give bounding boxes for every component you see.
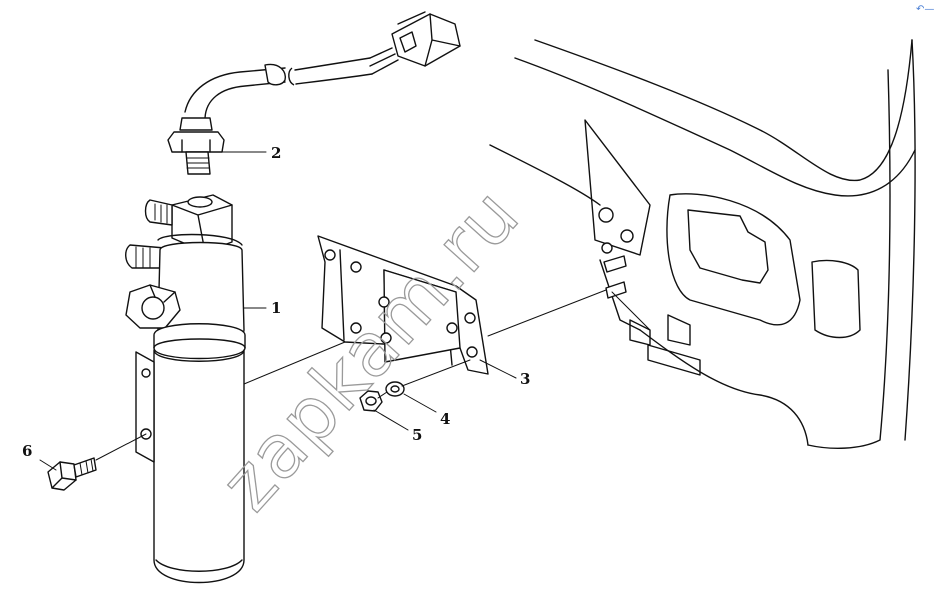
pressure-switch-cable [184,47,399,119]
mounting-plate [317,235,489,375]
leader-lines [39,151,517,471]
washer [385,381,405,397]
callout-1: 1 [271,299,281,317]
electrical-connector [391,11,461,67]
nut [359,390,383,412]
bolt [47,457,97,491]
pressure-switch [167,117,225,175]
callout-3: 3 [520,370,530,388]
drier-bracket [135,351,155,463]
callout-labels: 1 2 3 4 5 6 [22,144,530,460]
assembly-lines [95,289,651,461]
callout-6: 6 [22,442,32,460]
vehicle-body-panel [489,39,916,449]
receiver-drier [125,194,246,584]
corner-mark: ↶— [916,4,934,15]
watermark-text: zapkam.ru [204,172,536,527]
callout-2: 2 [271,144,281,162]
callout-5: 5 [412,426,422,444]
callout-4: 4 [440,410,450,428]
